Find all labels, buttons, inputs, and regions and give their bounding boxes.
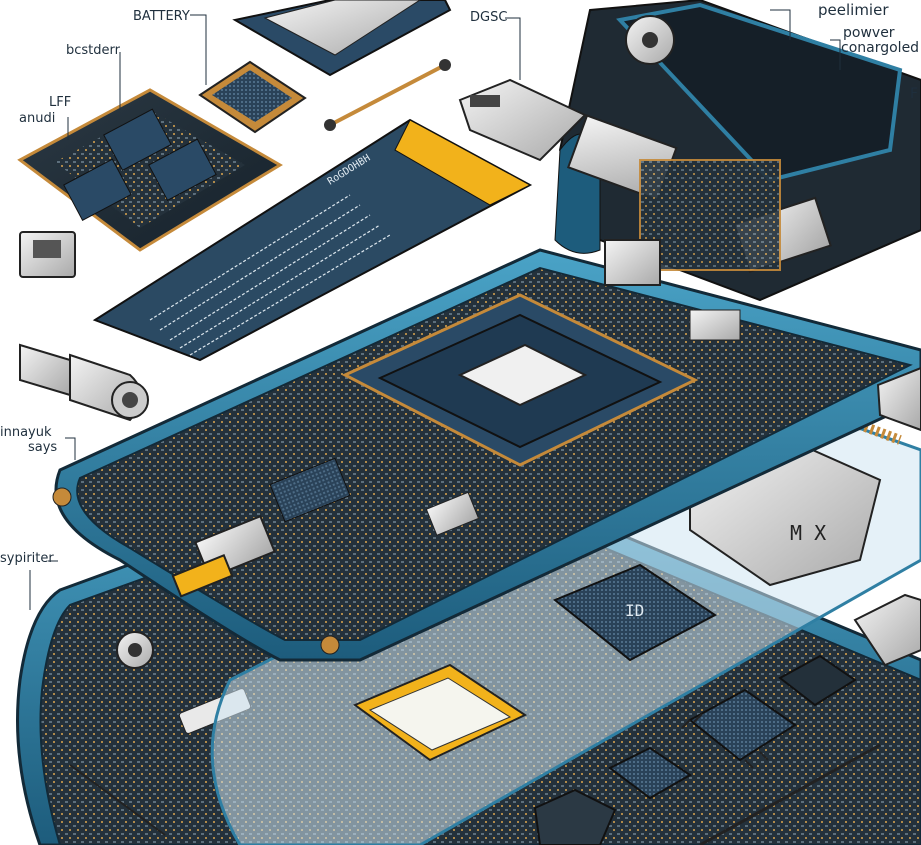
label-f-edge: F (910, 86, 919, 102)
label-says: says (28, 440, 58, 455)
label-peelimier: peelimier (818, 1, 889, 19)
label-anudi: anudi (19, 111, 56, 126)
phone-main-board (52, 248, 921, 662)
battery-panel: RoGDOHBH (92, 118, 533, 362)
probe-icon (324, 59, 451, 131)
main-processor (341, 293, 699, 467)
callout-leaders (29, 9, 841, 610)
connector-icon (19, 343, 149, 422)
label-sypiriter: sypiriter (0, 551, 54, 566)
chip-label-right: M X (790, 521, 826, 545)
side-connector (853, 593, 921, 667)
top-right-assembly (554, 0, 921, 341)
label-power: powver (843, 25, 895, 41)
yellow-battery-module (352, 663, 528, 762)
label-dgsc: DGSC (470, 10, 508, 25)
right-edge-chip (876, 366, 921, 432)
camera-module (533, 788, 617, 845)
loose-chip-top (232, 0, 452, 77)
label-battery: BATTERY (133, 9, 190, 24)
chip-icon (778, 654, 857, 707)
chip-icon-large (681, 688, 797, 769)
label-innayuk: innayuk (0, 425, 52, 440)
battery-text-lines (149, 194, 391, 356)
usb-connector (458, 78, 587, 162)
chip-module-center: ID (553, 563, 717, 662)
probe-lines (69, 743, 881, 845)
chip-icon-small (608, 746, 692, 800)
small-square-chip (198, 60, 307, 134)
label-lff: LFF (49, 95, 72, 110)
label-bcstderr: bcstderr (66, 43, 120, 58)
phone-middle-shell: ID M X (210, 398, 921, 845)
label-conargoled: conargoled (841, 40, 920, 56)
connector-clip (19, 231, 76, 278)
chip-label-center: ID (625, 601, 644, 620)
loose-pcb-board (17, 88, 283, 252)
